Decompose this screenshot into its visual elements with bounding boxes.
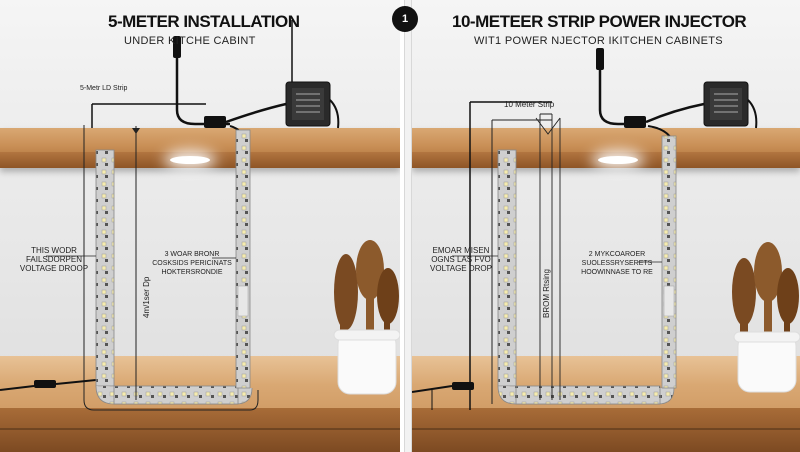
right-voltage-label: EMOAR MISEN OGNS LAS FVO VOLTAGE DROP (430, 246, 492, 273)
measure-lines (452, 113, 675, 400)
left-mid-label: 3 WOAR BRONR COSKSIDS PERICINATS HOKTERS… (152, 251, 232, 276)
left-title: 5-METER INSTALLATION (108, 12, 300, 31)
counter-cabinet-front (412, 408, 800, 452)
utensil-jar-icon (333, 240, 400, 395)
right-mid-label: 2 MYKCOAROER SUOLESSRYSERETS HOOWINNASE … (581, 251, 653, 276)
left-strip-label: 5-Metr LD Strip (80, 85, 128, 92)
left-subtitle: UNDER KITCHE CABINT (124, 35, 256, 47)
left-diagram (0, 20, 400, 411)
puck-light (170, 156, 210, 164)
right-strip-label: 10 Meter Strip (504, 100, 555, 109)
left-panel: 5-METER INSTALLATION UNDER KITCHE CABINT… (0, 0, 400, 452)
power-supply-icon (703, 81, 749, 127)
right-subtitle: WIT1 POWER NJECTOR IKITCHEN CABINETS (474, 35, 723, 47)
power-cable (0, 36, 340, 411)
utensil-jar-icon (732, 242, 800, 393)
step-badge: 1 (392, 6, 418, 32)
right-panel: 10-METEER STRIP POWER INJECTOR WIT1 POWE… (412, 0, 800, 452)
right-diagram (412, 48, 800, 410)
puck-light (598, 156, 638, 164)
led-strip (95, 129, 253, 405)
measure-lines (46, 126, 249, 400)
power-supply-icon (285, 20, 331, 127)
left-vertical-label: 4m/1ser Dp (142, 276, 151, 318)
power-cable (412, 48, 758, 410)
right-title: 10-METEER STRIP POWER INJECTOR (452, 12, 747, 31)
counter-cabinet-front (0, 408, 400, 452)
left-voltage-label: THIS WODR FAILSDORPEN VOLTAGE DROOP (19, 246, 89, 273)
right-vertical-label: BROM Rtsing (542, 269, 551, 318)
panel-divider (404, 0, 412, 452)
